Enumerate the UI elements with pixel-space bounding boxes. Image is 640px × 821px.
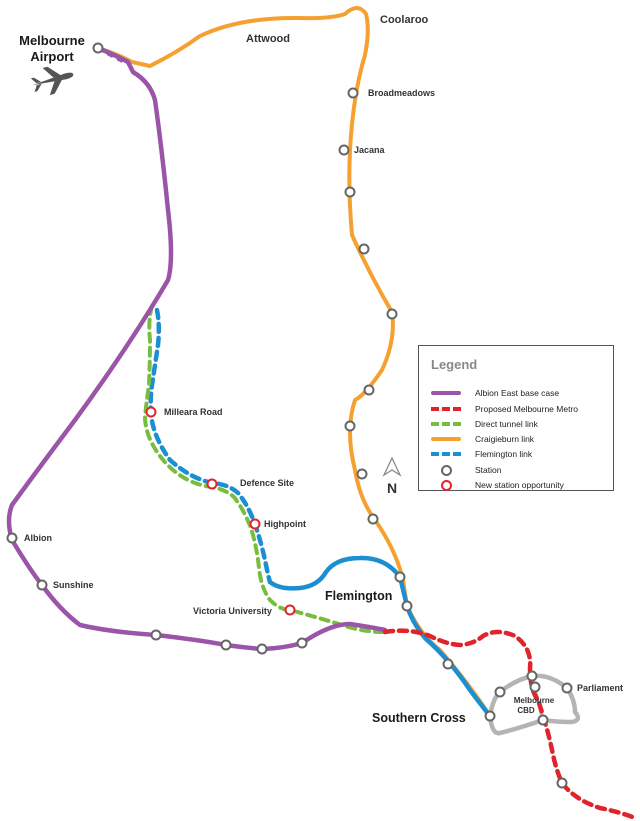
legend-swatch bbox=[431, 387, 461, 399]
station-jacana[interactable] bbox=[338, 144, 350, 156]
label-albion: Albion bbox=[24, 533, 52, 543]
label-melbourne-cbd-1: Melbourne bbox=[514, 696, 555, 705]
label-broadmeadows: Broadmeadows bbox=[368, 88, 435, 98]
stations bbox=[6, 42, 573, 789]
flemington-line bbox=[267, 555, 493, 719]
legend-swatch bbox=[431, 403, 461, 415]
label-melbourne-airport-2: Airport bbox=[30, 49, 74, 64]
legend-item: Albion East base case bbox=[431, 386, 559, 400]
legend-item: Station bbox=[431, 463, 501, 477]
station-southern-cross[interactable] bbox=[484, 710, 496, 722]
new-stations bbox=[145, 406, 296, 616]
station-cbd-central[interactable] bbox=[529, 681, 541, 693]
legend-swatch bbox=[431, 418, 461, 430]
new-station-milleara-road[interactable] bbox=[145, 406, 157, 418]
station-melbourne-airport[interactable] bbox=[92, 42, 104, 54]
station[interactable] bbox=[386, 308, 398, 320]
legend-item-label: Station bbox=[475, 465, 502, 475]
station-flemington[interactable] bbox=[394, 571, 406, 583]
station[interactable] bbox=[367, 513, 379, 525]
station[interactable] bbox=[256, 643, 268, 655]
new-station-victoria-university[interactable] bbox=[284, 604, 296, 616]
new-station-highpoint[interactable] bbox=[249, 518, 261, 530]
legend-item-label: Proposed Melbourne Metro bbox=[475, 404, 579, 414]
legend-item-label: Direct tunnel link bbox=[475, 419, 538, 429]
label-coolaroo: Coolaroo bbox=[380, 14, 429, 26]
legend-swatch bbox=[431, 448, 461, 460]
station-cbd-south[interactable] bbox=[537, 714, 549, 726]
station-cbd-west[interactable] bbox=[494, 686, 506, 698]
station[interactable] bbox=[344, 420, 356, 432]
legend-title: Legend bbox=[431, 357, 478, 372]
label-sunshine: Sunshine bbox=[53, 580, 94, 590]
label-victoria-university: Victoria University bbox=[193, 606, 272, 616]
label-milleara-road: Milleara Road bbox=[164, 407, 223, 417]
north-label: N bbox=[387, 480, 397, 496]
legend-swatch bbox=[431, 464, 461, 476]
station-broadmeadows[interactable] bbox=[347, 87, 359, 99]
label-jacana: Jacana bbox=[354, 145, 386, 155]
label-southern-cross: Southern Cross bbox=[372, 711, 466, 725]
airplane-icon bbox=[30, 66, 74, 96]
cbd-loop bbox=[487, 673, 581, 736]
station[interactable] bbox=[401, 600, 413, 612]
label-defence-site: Defence Site bbox=[240, 478, 294, 488]
station[interactable] bbox=[296, 637, 308, 649]
legend-item-label: Albion East base case bbox=[475, 388, 560, 398]
legend-item-label: Flemington link bbox=[475, 449, 533, 459]
station[interactable] bbox=[363, 384, 375, 396]
north-arrow-icon: N bbox=[382, 456, 402, 496]
label-attwood: Attwood bbox=[246, 33, 290, 45]
legend-swatch bbox=[431, 479, 461, 491]
station[interactable] bbox=[356, 468, 368, 480]
station[interactable] bbox=[344, 186, 356, 198]
legend-item-label: Craigieburn link bbox=[475, 434, 535, 444]
label-flemington: Flemington bbox=[325, 589, 392, 603]
new-station-defence-site[interactable] bbox=[206, 478, 218, 490]
legend-item: Proposed Melbourne Metro bbox=[431, 402, 578, 416]
legend-swatch bbox=[431, 433, 461, 445]
station-parliament[interactable] bbox=[561, 682, 573, 694]
legend-item: Flemington link bbox=[431, 447, 532, 461]
label-melbourne-cbd-2: CBD bbox=[517, 706, 535, 715]
station[interactable] bbox=[358, 243, 370, 255]
station-cbd-north[interactable] bbox=[526, 670, 538, 682]
label-highpoint: Highpoint bbox=[264, 519, 306, 529]
label-parliament: Parliament bbox=[577, 683, 623, 693]
station-sunshine[interactable] bbox=[36, 579, 48, 591]
albion-east-line bbox=[6, 45, 388, 652]
melbourne-metro-line bbox=[382, 628, 638, 821]
craigieburn-line bbox=[96, 6, 492, 718]
station[interactable] bbox=[442, 658, 454, 670]
legend-item: New station opportunity bbox=[431, 478, 564, 492]
label-melbourne-airport-1: Melbourne bbox=[19, 33, 85, 48]
flemington-dashed-line bbox=[148, 307, 273, 585]
legend-item: Direct tunnel link bbox=[431, 417, 538, 431]
station-metro-south[interactable] bbox=[556, 777, 568, 789]
station[interactable] bbox=[220, 639, 232, 651]
legend-item: Craigieburn link bbox=[431, 432, 534, 446]
station[interactable] bbox=[150, 629, 162, 641]
station-albion[interactable] bbox=[6, 532, 18, 544]
legend-item-label: New station opportunity bbox=[475, 480, 564, 490]
